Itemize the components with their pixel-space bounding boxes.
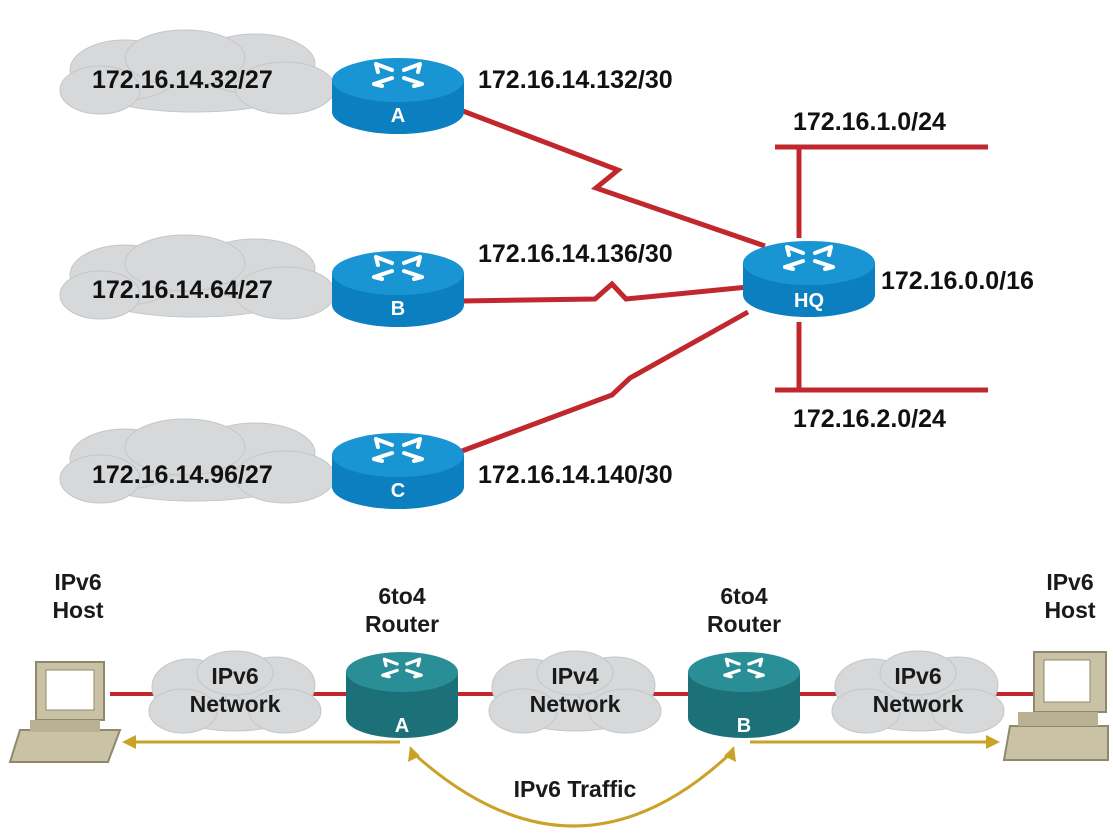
- right-host-line2: Host: [1044, 597, 1095, 623]
- cloud-middle-line1: IPv4: [551, 663, 599, 689]
- ipv6-traffic-label: IPv6 Traffic: [514, 776, 637, 802]
- router-a: A: [332, 58, 464, 134]
- router-b-caption-line1: 6to4: [720, 583, 768, 609]
- lan-a-address: 172.16.14.32/27: [92, 66, 273, 94]
- right-host-line1: IPv6: [1046, 569, 1093, 595]
- cloud-left-line1: IPv6: [211, 663, 258, 689]
- router-b-label: B: [391, 298, 405, 320]
- 6to4-router-b: B: [688, 652, 800, 738]
- hq-lan-segment-1: [775, 144, 988, 238]
- ipv6-host-left-computer: [8, 661, 122, 763]
- left-host-line2: Host: [52, 597, 103, 623]
- wan-b-address: 172.16.14.136/30: [478, 240, 673, 268]
- router-a-caption-line1: 6to4: [378, 583, 426, 609]
- lan-b-address: 172.16.14.64/27: [92, 276, 273, 304]
- router-b: B: [332, 251, 464, 327]
- router-a-label: A: [391, 105, 405, 127]
- lan-c-address: 172.16.14.96/27: [92, 461, 273, 489]
- hq-net1-address: 172.16.1.0/24: [793, 108, 946, 136]
- hq-net2-address: 172.16.2.0/24: [793, 405, 946, 433]
- cloud-middle-line2: Network: [530, 691, 621, 717]
- wan-c-address: 172.16.14.140/30: [478, 461, 673, 489]
- 6to4-router-a: A: [346, 652, 458, 738]
- router-hq-label: HQ: [794, 290, 824, 312]
- ipv4-cloud-middle: IPv4 Network: [488, 650, 662, 734]
- ipv6-cloud-right: IPv6 Network: [831, 650, 1005, 734]
- router-c: C: [332, 433, 464, 509]
- cloud-right-line2: Network: [873, 691, 964, 717]
- wan-link-c-hq: [461, 309, 750, 454]
- 6to4-router-b-label: B: [737, 715, 751, 737]
- ipv6-cloud-left: IPv6 Network: [148, 650, 322, 734]
- hq-summary-address: 172.16.0.0/16: [881, 267, 1034, 295]
- hq-lan-segment-2: [775, 322, 988, 393]
- router-a-caption-line2: Router: [365, 611, 439, 637]
- router-b-caption-line2: Router: [707, 611, 781, 637]
- cloud-right-line1: IPv6: [894, 663, 941, 689]
- cloud-left-line2: Network: [190, 691, 281, 717]
- 6to4-router-a-label: A: [395, 715, 409, 737]
- ipv6-traffic-path: [122, 735, 1000, 828]
- ipv6-host-right-computer: [1002, 651, 1109, 761]
- wan-a-address: 172.16.14.132/30: [478, 66, 673, 94]
- wan-link-b-hq: [461, 280, 749, 304]
- wan-link-a-hq: [454, 105, 766, 249]
- router-c-label: C: [391, 480, 405, 502]
- left-host-line1: IPv6: [54, 569, 101, 595]
- router-hq: HQ: [743, 241, 875, 317]
